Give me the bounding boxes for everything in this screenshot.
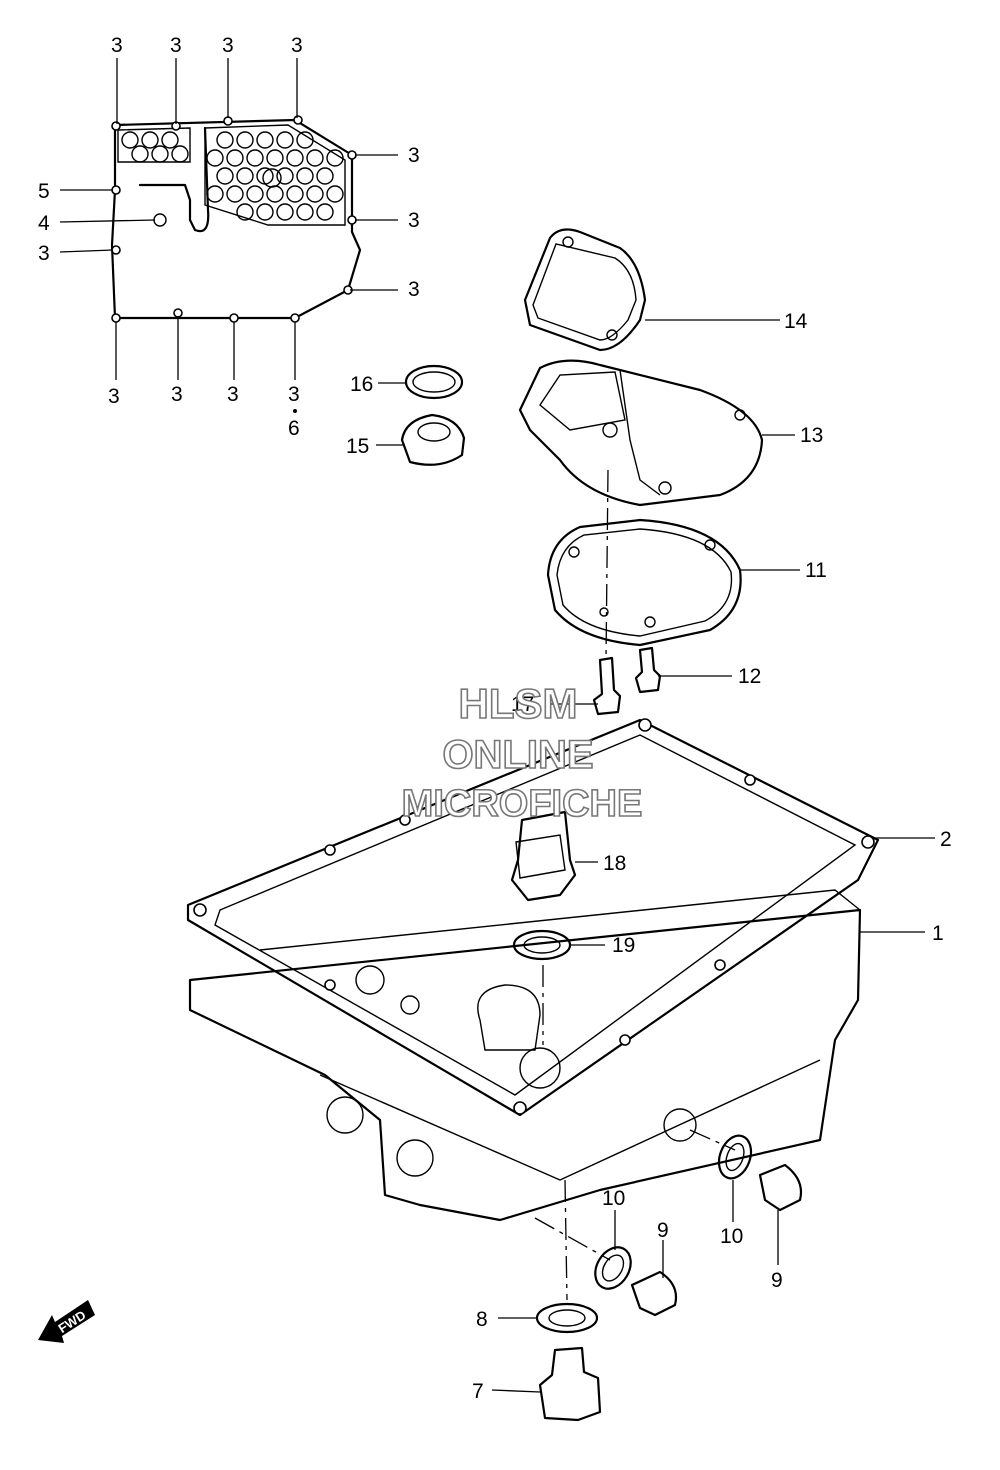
bolt-17 <box>592 656 622 716</box>
washer-10-right <box>717 1134 753 1180</box>
gasket-14 <box>523 228 647 352</box>
callout-1: 1 <box>932 922 944 945</box>
callout-7: 7 <box>472 1380 484 1403</box>
callout-10: 10 <box>602 1187 625 1210</box>
callout-labels: 3 3 3 3 3 3 3 5 4 3 3 3 3 3 6 14 13 11 1… <box>38 34 952 1403</box>
callout-13: 13 <box>800 424 823 447</box>
watermark-line-3: MICROFICHE <box>402 783 643 825</box>
washer-10-left <box>594 1246 632 1290</box>
callout-18: 18 <box>603 852 626 875</box>
callout-3: 3 <box>408 144 420 167</box>
callout-3: 3 <box>227 383 239 406</box>
watermark-line-2: ONLINE <box>442 733 593 777</box>
callout-9: 9 <box>657 1219 669 1242</box>
cap-15 <box>400 413 466 466</box>
plug-9-right <box>758 1163 803 1212</box>
leader-lines <box>59 58 935 1393</box>
callout-5: 5 <box>38 180 50 203</box>
callout-3: 3 <box>38 242 50 265</box>
washer-8 <box>535 1302 599 1334</box>
forward-direction-arrow: FWD <box>38 1300 95 1343</box>
callout-11: 11 <box>805 559 827 582</box>
callout-10: 10 <box>720 1225 743 1248</box>
callout-3: 3 <box>108 385 120 408</box>
o-ring-16 <box>404 364 464 400</box>
callout-3: 3 <box>171 383 183 406</box>
callout-3: 3 <box>291 34 303 57</box>
callout-separator-dot <box>293 409 297 413</box>
plug-9-left <box>630 1270 678 1317</box>
callout-3: 3 <box>222 34 234 57</box>
callout-4: 4 <box>38 212 50 235</box>
callout-16: 16 <box>350 373 373 396</box>
oil-pan-1 <box>188 834 862 1222</box>
cover-13 <box>518 359 764 507</box>
callout-3: 3 <box>111 34 123 57</box>
callout-14: 14 <box>784 310 808 333</box>
callout-2: 2 <box>940 828 952 851</box>
bolt-12 <box>634 646 662 694</box>
watermark-line-1: HLSM <box>459 680 578 727</box>
watermark: HLSM ONLINE MICROFICHE <box>401 679 643 826</box>
oil-strainer <box>110 115 362 323</box>
callout-15: 15 <box>346 435 369 458</box>
gasket-11 <box>546 518 742 647</box>
callout-6: 6 <box>288 417 300 440</box>
drain-bolt-7 <box>538 1346 602 1422</box>
callout-17: 17 <box>511 693 534 716</box>
gasket-2 <box>186 718 880 1117</box>
callout-9: 9 <box>771 1269 783 1292</box>
callout-3: 3 <box>170 34 182 57</box>
callout-19: 19 <box>612 934 635 957</box>
callout-3: 3 <box>408 209 420 232</box>
pressure-switch-18 <box>510 810 577 902</box>
assembly-lines <box>534 469 736 1301</box>
callout-3: 3 <box>288 383 300 406</box>
callout-3: 3 <box>408 278 420 301</box>
callout-8: 8 <box>476 1308 488 1331</box>
callout-12: 12 <box>738 665 761 688</box>
